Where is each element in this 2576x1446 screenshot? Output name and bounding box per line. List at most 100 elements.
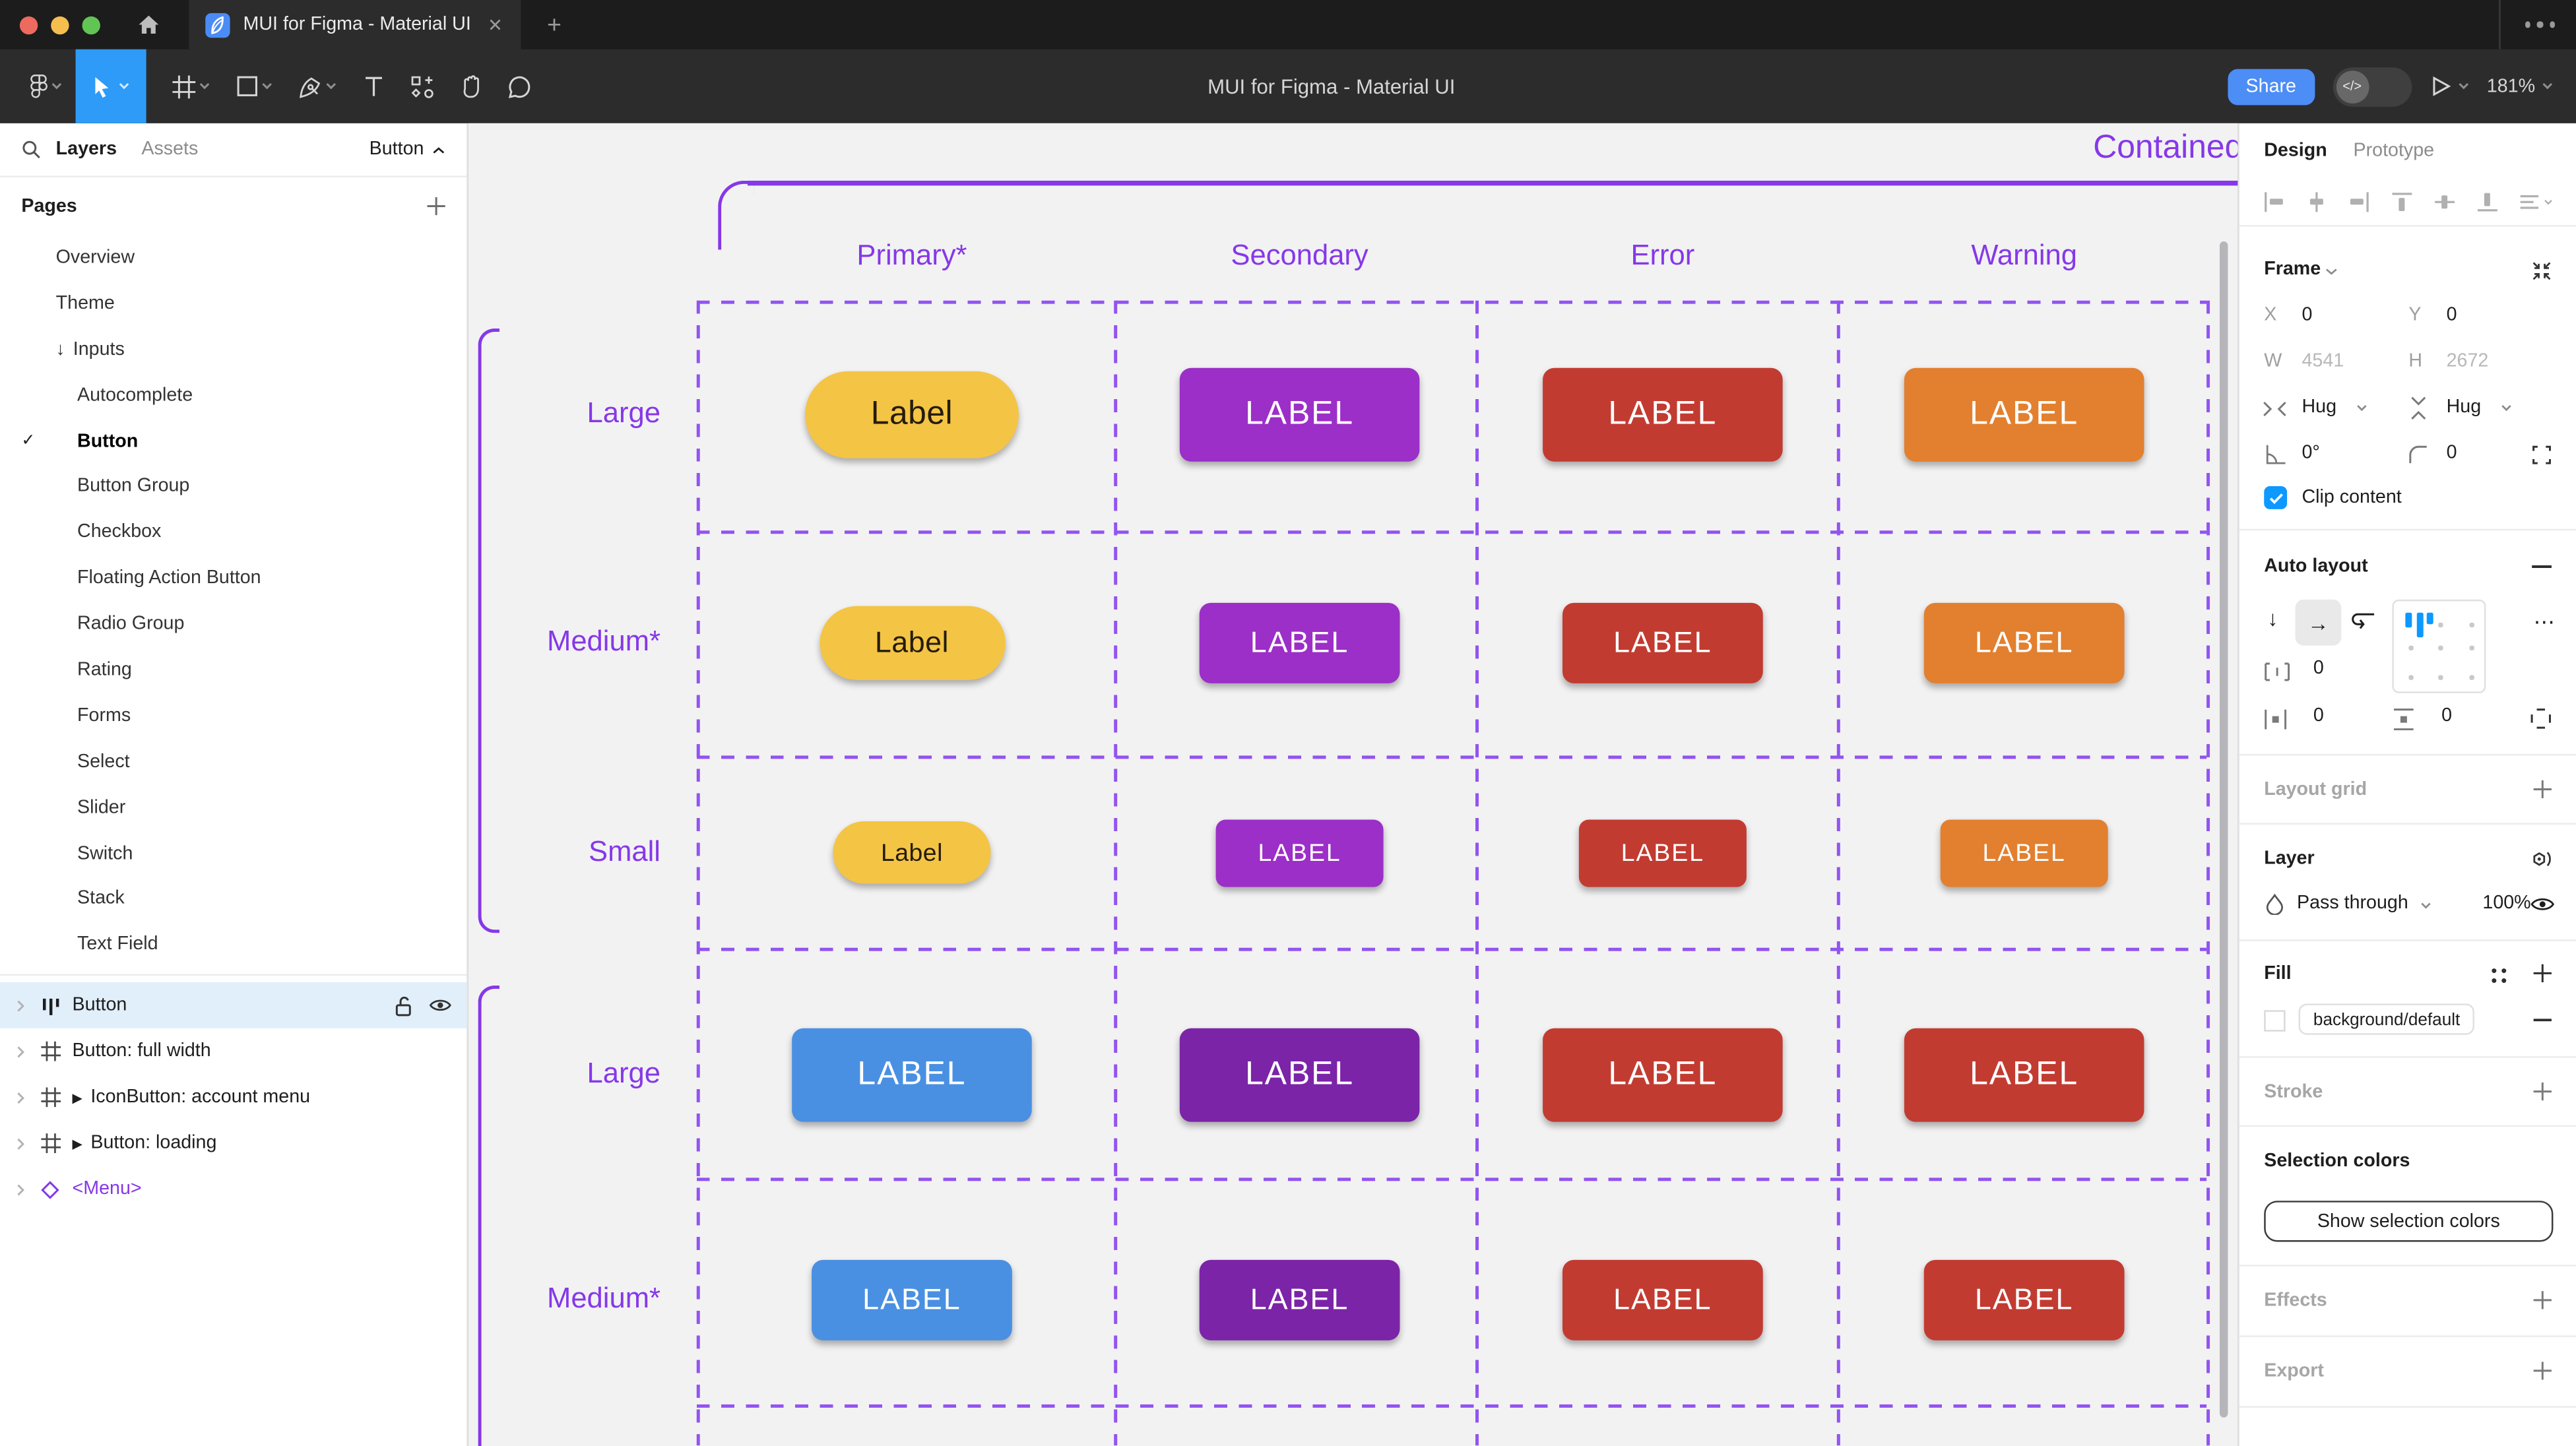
- canvas-button-secondary-sm[interactable]: LABEL: [1215, 819, 1384, 887]
- page-item-button-group[interactable]: Button Group: [0, 464, 467, 509]
- styles-icon[interactable]: [2491, 968, 2507, 984]
- layout-vertical-button[interactable]: ↓: [2267, 606, 2278, 631]
- canvas-button-error-lg[interactable]: LABEL: [1543, 1027, 1783, 1121]
- maximize-window-button[interactable]: [82, 15, 100, 34]
- align-top-icon[interactable]: [2391, 190, 2414, 213]
- alignment-matrix[interactable]: [2392, 599, 2486, 693]
- share-button[interactable]: Share: [2228, 68, 2315, 105]
- canvas-button-primary-yellow-lg[interactable]: Label: [805, 370, 1019, 458]
- canvas-button-warning-lg[interactable]: LABEL: [1904, 367, 2144, 461]
- blend-mode-value[interactable]: Pass through: [2297, 893, 2408, 914]
- clip-content-checkbox[interactable]: [2264, 486, 2288, 509]
- blend-mode-icon[interactable]: [2528, 848, 2553, 871]
- expand-chevron-icon[interactable]: [15, 998, 32, 1013]
- hug-v-value[interactable]: Hug: [2446, 397, 2482, 418]
- text-tool-button[interactable]: [350, 49, 397, 123]
- home-icon[interactable]: [123, 15, 173, 34]
- dev-mode-toggle[interactable]: </>: [2332, 66, 2412, 106]
- page-selector[interactable]: Button: [370, 140, 445, 160]
- expand-chevron-icon[interactable]: [15, 1136, 32, 1150]
- opacity-value[interactable]: 100%: [2482, 893, 2531, 914]
- collapse-icon[interactable]: [2532, 261, 2552, 281]
- distribute-menu-icon[interactable]: [2519, 191, 2553, 211]
- gap-value[interactable]: 0: [2313, 658, 2324, 679]
- canvas-button-error-md[interactable]: LABEL: [1923, 1259, 2125, 1340]
- y-value[interactable]: 0: [2446, 305, 2457, 326]
- canvas-button-secondary-lg[interactable]: LABEL: [1179, 367, 1420, 461]
- tab-assets[interactable]: Assets: [141, 139, 199, 160]
- file-tab[interactable]: MUI for Figma - Material UI ✕: [189, 0, 521, 49]
- hand-tool-button[interactable]: [447, 49, 494, 123]
- page-item-forms[interactable]: Forms: [0, 693, 467, 739]
- main-menu-button[interactable]: [16, 49, 76, 123]
- canvas-button-primary-blue-md[interactable]: LABEL: [812, 1259, 1012, 1340]
- canvas-button-primary-yellow-sm[interactable]: Label: [833, 821, 991, 884]
- layout-horizontal-button[interactable]: →: [2295, 599, 2342, 646]
- frame-tool-button[interactable]: [160, 49, 224, 123]
- add-layout-grid-button[interactable]: [2533, 780, 2552, 799]
- page-item-select[interactable]: Select: [0, 739, 467, 784]
- add-fill-button[interactable]: [2533, 964, 2552, 983]
- chevron-down-icon[interactable]: [2325, 268, 2338, 276]
- align-right-icon[interactable]: [2348, 190, 2371, 213]
- move-tool-button[interactable]: [75, 49, 146, 123]
- remove-fill-button[interactable]: [2533, 1019, 2552, 1022]
- canvas-button-error-lg[interactable]: LABEL: [1904, 1027, 2144, 1121]
- canvas-button-secondary-dark-md[interactable]: LABEL: [1199, 1259, 1400, 1340]
- add-stroke-button[interactable]: [2533, 1082, 2552, 1101]
- individual-padding-icon[interactable]: [2530, 708, 2552, 729]
- expand-chevron-icon[interactable]: [15, 1044, 32, 1059]
- padding-horizontal-value[interactable]: 0: [2313, 706, 2324, 726]
- tab-layers[interactable]: Layers: [55, 139, 117, 160]
- add-export-button[interactable]: [2533, 1362, 2552, 1380]
- fill-token[interactable]: background/default: [2298, 1003, 2475, 1035]
- layer-item-button-full-width[interactable]: Button: full width: [0, 1028, 467, 1075]
- page-item-theme[interactable]: Theme: [0, 281, 467, 327]
- resources-tool-button[interactable]: [398, 49, 447, 123]
- align-h-center-icon[interactable]: [2305, 190, 2328, 213]
- align-left-icon[interactable]: [2263, 190, 2286, 213]
- eye-icon[interactable]: [2530, 895, 2555, 913]
- fill-color-swatch[interactable]: [2264, 1010, 2286, 1032]
- chevron-down-icon[interactable]: [2356, 404, 2367, 412]
- show-selection-colors-button[interactable]: Show selection colors: [2264, 1201, 2554, 1242]
- present-button[interactable]: [2430, 76, 2469, 97]
- page-item-button[interactable]: ✓Button: [0, 418, 467, 464]
- page-item-text-field[interactable]: Text Field: [0, 922, 467, 968]
- canvas-button-primary-yellow-md[interactable]: Label: [819, 605, 1005, 679]
- canvas-button-error-md[interactable]: LABEL: [1562, 602, 1763, 683]
- layer-item-button-loading[interactable]: ▶Button: loading: [0, 1121, 467, 1167]
- hug-h-value[interactable]: Hug: [2302, 397, 2337, 418]
- section-title[interactable]: Contained: [2093, 129, 2238, 166]
- search-icon[interactable]: [21, 140, 41, 160]
- chevron-down-icon[interactable]: [2420, 902, 2431, 910]
- page-item-floating-action-button[interactable]: Floating Action Button: [0, 555, 467, 601]
- canvas-button-warning-md[interactable]: LABEL: [1923, 602, 2125, 683]
- tab-close-icon[interactable]: ✕: [487, 15, 503, 36]
- shape-tool-button[interactable]: [224, 49, 286, 123]
- x-value[interactable]: 0: [2302, 305, 2313, 326]
- canvas-button-secondary-dark-lg[interactable]: LABEL: [1179, 1027, 1420, 1121]
- layout-wrap-button[interactable]: [2351, 610, 2375, 631]
- independent-corners-icon[interactable]: [2532, 445, 2552, 465]
- padding-vertical-value[interactable]: 0: [2441, 706, 2453, 726]
- rotation-value[interactable]: 0°: [2302, 443, 2320, 464]
- comment-tool-button[interactable]: [494, 49, 544, 123]
- frame-section-title[interactable]: Frame: [2264, 259, 2321, 280]
- page-item-inputs[interactable]: ↓Inputs: [0, 327, 467, 372]
- layer-item-iconbutton-account-menu[interactable]: ▶IconButton: account menu: [0, 1075, 467, 1121]
- page-item-radio-group[interactable]: Radio Group: [0, 602, 467, 647]
- page-item-checkbox[interactable]: Checkbox: [0, 510, 467, 555]
- add-page-button[interactable]: [427, 197, 445, 216]
- canvas-button-error-sm[interactable]: LABEL: [1578, 819, 1747, 887]
- expand-chevron-icon[interactable]: [15, 1090, 32, 1105]
- tab-prototype[interactable]: Prototype: [2353, 140, 2435, 160]
- page-item-stack[interactable]: Stack: [0, 876, 467, 922]
- page-item-autocomplete[interactable]: Autocomplete: [0, 372, 467, 418]
- eye-icon[interactable]: [429, 997, 452, 1014]
- remove-auto-layout-button[interactable]: [2532, 565, 2552, 569]
- align-bottom-icon[interactable]: [2476, 190, 2499, 213]
- page-item-rating[interactable]: Rating: [0, 647, 467, 693]
- close-window-button[interactable]: [19, 15, 38, 34]
